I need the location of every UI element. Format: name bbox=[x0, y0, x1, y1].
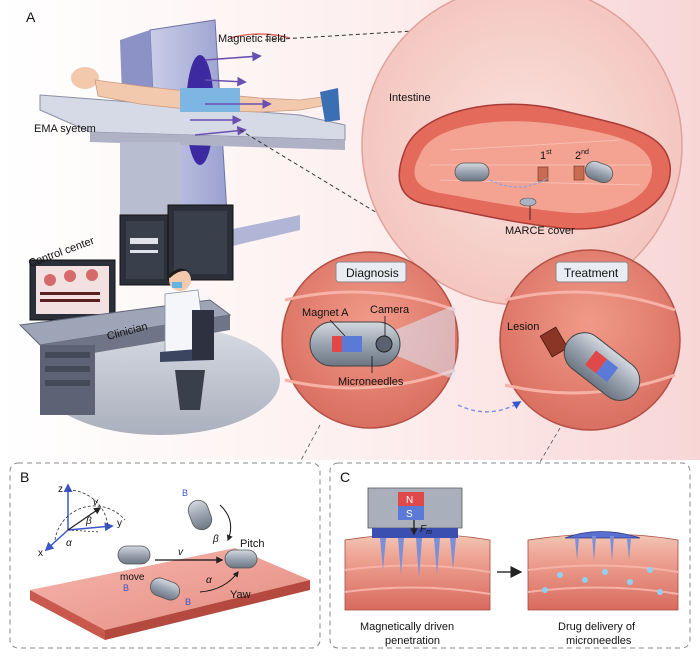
panel-b: B z y x v β α move B v B β Pit bbox=[9, 462, 321, 649]
yaw-arrow bbox=[199, 571, 239, 593]
velocity-label: v bbox=[178, 547, 184, 558]
treatment-capsule bbox=[563, 332, 641, 401]
microneedle-array-left bbox=[380, 538, 456, 578]
second-label: 2nd bbox=[575, 149, 589, 162]
chair-base bbox=[175, 370, 205, 410]
axis-x-label: x bbox=[38, 548, 43, 559]
panel-c: C N S Fm bbox=[329, 462, 691, 649]
capsule-pitch bbox=[187, 499, 213, 531]
lesion-label: Lesion bbox=[507, 321, 539, 333]
panel-c-label: C bbox=[340, 469, 350, 485]
intestine-label: Intestine bbox=[389, 92, 431, 104]
capsule-target bbox=[224, 549, 258, 569]
marce-cover bbox=[519, 197, 537, 207]
caption-left-line1: Magnetically driven bbox=[360, 621, 454, 633]
needle-patch-first bbox=[537, 166, 549, 182]
path-arrow-intestine bbox=[489, 177, 549, 188]
treatment-bubble bbox=[499, 249, 681, 431]
magnet-applicator bbox=[367, 487, 463, 538]
caption-right-line1: Drug delivery of bbox=[558, 621, 636, 633]
capsule-in-intestine bbox=[454, 162, 490, 182]
transition-arrow bbox=[457, 401, 522, 413]
pitch-label: Pitch bbox=[240, 538, 264, 550]
clinician bbox=[160, 268, 214, 410]
intestine-bubble bbox=[361, 0, 683, 306]
yaw-label: Yaw bbox=[230, 589, 251, 601]
magnet-a-leader bbox=[329, 319, 346, 337]
diagnosis-label: Diagnosis bbox=[346, 266, 399, 280]
panel-a-label: A bbox=[26, 9, 36, 25]
camera-label: Camera bbox=[370, 304, 410, 316]
panel-a: A bbox=[0, 0, 700, 463]
capsule-move bbox=[117, 545, 151, 565]
move-label: move bbox=[120, 572, 145, 583]
ema-system-label: EMA syetem bbox=[34, 123, 96, 135]
treatment-label: Treatment bbox=[564, 266, 619, 280]
magnetic-field-arrows bbox=[190, 33, 291, 136]
zoom-line-b bbox=[299, 424, 321, 463]
force-label: Fm bbox=[420, 524, 432, 536]
yaw-alpha-label: α bbox=[206, 575, 212, 586]
floor-disc bbox=[40, 325, 280, 435]
patient-bed bbox=[39, 94, 346, 222]
caption-right-line2: microneedles bbox=[566, 635, 632, 647]
lesion bbox=[539, 326, 569, 358]
capsule-second-position bbox=[584, 160, 614, 184]
north-pole-label: N bbox=[406, 495, 413, 506]
needle-patch-second bbox=[573, 165, 585, 181]
axis-y-label: y bbox=[117, 518, 122, 529]
south-pole-label: S bbox=[406, 509, 413, 520]
magnetic-field-label: Magnetic field bbox=[218, 33, 286, 45]
intestine-lumen bbox=[414, 121, 653, 214]
patch-right bbox=[564, 531, 641, 562]
axis-v-label: v bbox=[93, 497, 99, 508]
b-field-yaw: B bbox=[185, 597, 191, 607]
magnet-a-label: Magnet A bbox=[302, 307, 349, 319]
first-label: 1st bbox=[540, 149, 552, 162]
diagnosis-bubble bbox=[281, 251, 459, 429]
camera-light-cone bbox=[395, 305, 455, 380]
coordinate-axes bbox=[44, 483, 126, 552]
b-field-pitch: B bbox=[182, 488, 188, 498]
marce-cover-label: MARCE cover bbox=[505, 225, 575, 237]
axis-z-label: z bbox=[58, 484, 63, 495]
caption-left-line2: penetration bbox=[385, 635, 440, 647]
diagnosis-capsule bbox=[309, 321, 401, 367]
axis-alpha-label: α bbox=[66, 538, 72, 549]
microneedles-label: Microneedles bbox=[338, 376, 404, 388]
axis-beta-label: β bbox=[85, 516, 92, 527]
pitch-arrow bbox=[219, 504, 233, 542]
pitch-beta-label: β bbox=[212, 534, 219, 545]
patient bbox=[71, 67, 340, 122]
b-field-move: B bbox=[123, 583, 129, 593]
diagnosis-title-box bbox=[335, 261, 407, 283]
capsule-yaw bbox=[149, 577, 181, 601]
panel-b-label: B bbox=[20, 469, 29, 485]
drug-particles bbox=[542, 567, 663, 595]
treatment-title-box bbox=[555, 261, 629, 283]
chair-back bbox=[192, 310, 214, 360]
